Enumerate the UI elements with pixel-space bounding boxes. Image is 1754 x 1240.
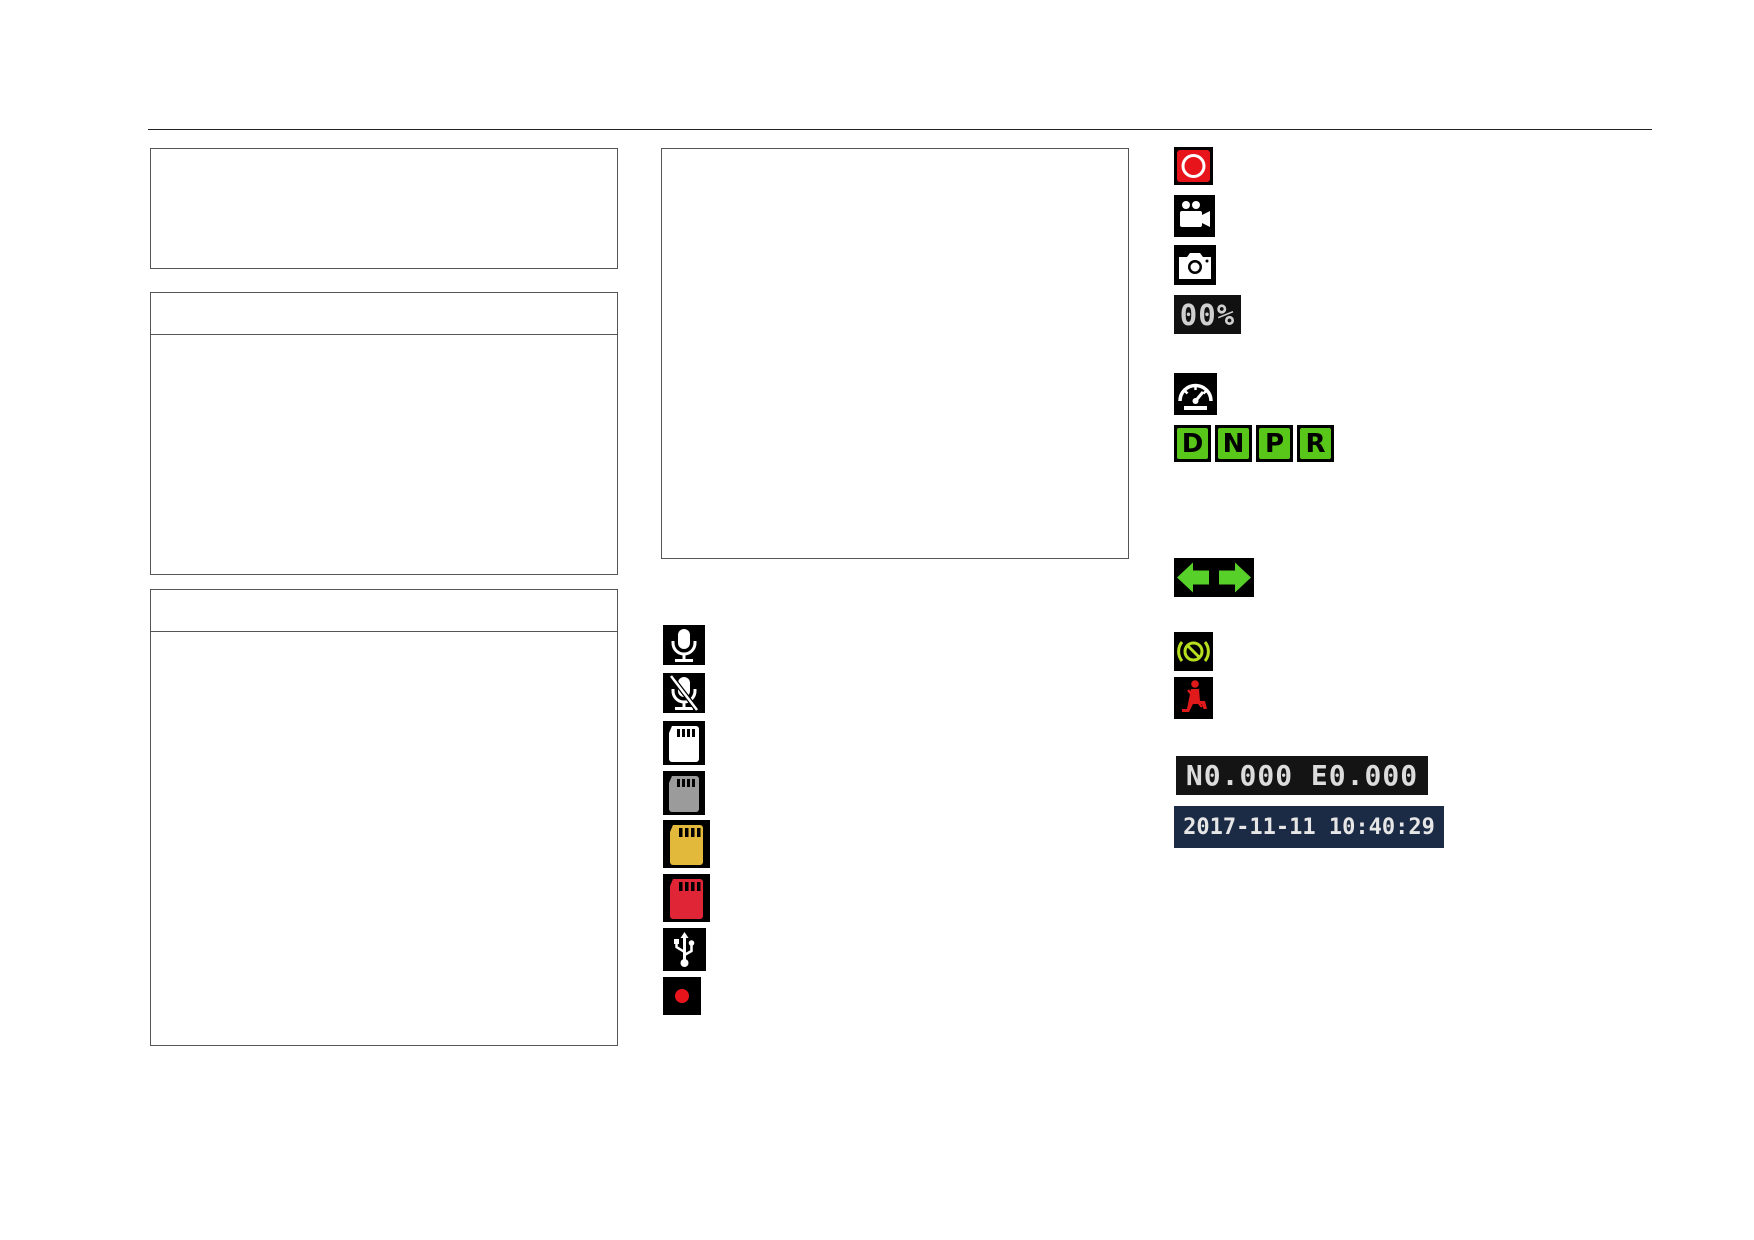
photo-camera-icon [1174, 245, 1216, 285]
parking-brake-icon [1174, 632, 1213, 671]
timestamp-display: 2017-11-11 10:40:29 [1174, 806, 1444, 848]
gps-coordinates-display: N0.000 E0.000 [1176, 756, 1428, 795]
gear-p-indicator: P [1256, 425, 1293, 462]
gear-r-label: R [1300, 428, 1331, 459]
sd-card-white-icon [663, 721, 705, 765]
gear-d-indicator: D [1174, 425, 1211, 462]
panel-middle-header [151, 293, 617, 335]
sd-card-gray-icon [663, 771, 705, 815]
seatbelt-warning-icon [1174, 677, 1213, 719]
microphone-off-icon [663, 673, 705, 713]
sd-card-yellow-icon [663, 820, 710, 868]
microphone-on-icon [663, 625, 705, 665]
gear-p-label: P [1259, 428, 1290, 459]
battery-percent-display: 00% [1174, 295, 1241, 334]
turn-signal-arrows-icon [1174, 558, 1254, 597]
panel-screen-preview [661, 148, 1129, 559]
panel-bottom [150, 589, 618, 1046]
panel-top [150, 148, 618, 269]
page-header-rule [148, 129, 1652, 130]
panel-middle [150, 292, 618, 575]
gear-n-indicator: N [1215, 425, 1252, 462]
gear-r-indicator: R [1297, 425, 1334, 462]
record-button-icon [1174, 147, 1213, 185]
speedometer-icon [1174, 373, 1217, 415]
video-camera-icon [1174, 195, 1215, 237]
gear-n-label: N [1218, 428, 1249, 459]
record-dot-icon [663, 977, 701, 1015]
sd-card-red-icon [663, 874, 710, 922]
gear-d-label: D [1177, 428, 1208, 459]
usb-icon [663, 928, 706, 971]
panel-bottom-header [151, 590, 617, 632]
